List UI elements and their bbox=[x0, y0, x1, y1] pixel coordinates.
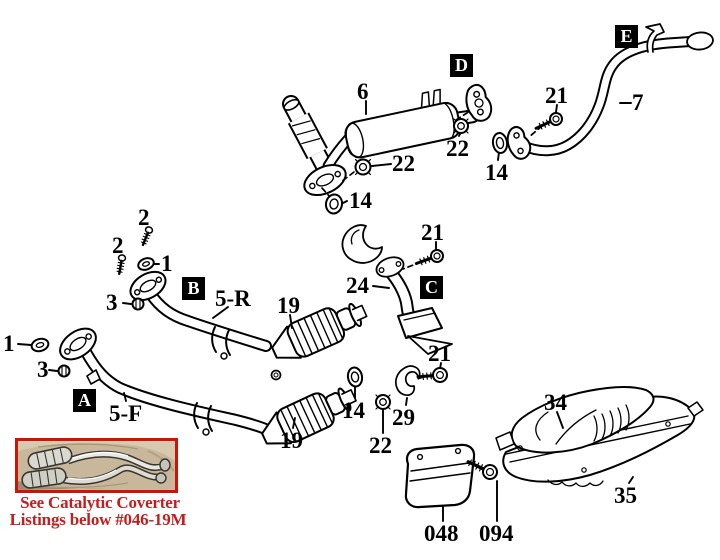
hook-bracket-icon bbox=[394, 365, 421, 397]
callout-5r[interactable]: 5-R bbox=[215, 286, 251, 311]
callout-21-connector[interactable]: 21 bbox=[421, 220, 444, 245]
gasket-ring-icon bbox=[346, 366, 364, 388]
bolt-icon bbox=[416, 367, 448, 383]
callout-5f[interactable]: 5-F bbox=[109, 401, 143, 426]
front-flange-5f bbox=[59, 327, 97, 361]
callout-21-bracket[interactable]: 21 bbox=[428, 341, 451, 366]
callout-2-lower[interactable]: 2 bbox=[112, 233, 124, 258]
bolt-icon bbox=[414, 249, 444, 266]
screw-icon bbox=[116, 254, 127, 275]
bolt-icon bbox=[534, 112, 563, 130]
front-pipe-5f-art bbox=[59, 327, 276, 437]
callout-24[interactable]: 24 bbox=[346, 273, 369, 298]
callout-2-upper[interactable]: 2 bbox=[138, 205, 150, 230]
heat-insulator-art bbox=[495, 386, 704, 488]
callout-1-right[interactable]: 1 bbox=[161, 251, 173, 276]
gasket-ring-icon bbox=[30, 337, 50, 353]
callout-22-inlet[interactable]: 22 bbox=[392, 151, 415, 176]
callout-3-front[interactable]: 3 bbox=[37, 357, 49, 382]
callout-29[interactable]: 29 bbox=[392, 405, 415, 430]
callout-14-converter[interactable]: 14 bbox=[342, 398, 365, 423]
flange-nut-icon bbox=[453, 118, 469, 134]
callout-14-tailpipe[interactable]: 14 bbox=[485, 160, 508, 185]
section-marker-a[interactable]: A bbox=[73, 389, 96, 412]
callout-3-right[interactable]: 3 bbox=[106, 290, 118, 315]
callout-048[interactable]: 048 bbox=[424, 521, 459, 546]
callout-22-converter[interactable]: 22 bbox=[369, 433, 392, 458]
callout-22-outlet[interactable]: 22 bbox=[446, 136, 469, 161]
section-marker-c[interactable]: C bbox=[420, 276, 443, 299]
heat-shield-plate-art bbox=[404, 443, 476, 509]
center-muffler-6-art bbox=[282, 83, 493, 197]
callout-7[interactable]: 7 bbox=[632, 90, 644, 115]
nut-icon bbox=[57, 364, 71, 378]
section-marker-d[interactable]: D bbox=[450, 54, 473, 77]
catalytic-converter-front-art bbox=[261, 387, 357, 445]
connector-pipe-24-art bbox=[341, 224, 453, 355]
callout-21-tailpipe[interactable]: 21 bbox=[545, 83, 568, 108]
leader-lines bbox=[17, 100, 634, 522]
section-marker-b[interactable]: B bbox=[182, 277, 205, 300]
callout-35[interactable]: 35 bbox=[614, 483, 637, 508]
muffler-inlet-flange bbox=[303, 163, 347, 197]
tailpipe-7-art bbox=[506, 23, 714, 160]
catalytic-note-line1: See Catalytic Coverter bbox=[20, 493, 180, 512]
gasket-ring-icon bbox=[137, 257, 155, 271]
gasket-ring-icon bbox=[324, 193, 344, 215]
screw-icon bbox=[140, 226, 154, 247]
flange-nut-icon bbox=[354, 158, 372, 176]
front-flange-5r bbox=[129, 270, 167, 302]
muffler-outlet-flange bbox=[465, 83, 493, 122]
callout-34[interactable]: 34 bbox=[544, 390, 567, 415]
flange-nut-icon bbox=[375, 394, 391, 410]
catalytic-note-line2: Listings below #046-19M bbox=[9, 510, 187, 529]
photo-art bbox=[18, 441, 175, 490]
callout-1-front[interactable]: 1 bbox=[3, 331, 15, 356]
tailpipe-hanger-art bbox=[645, 23, 665, 53]
gasket-ring-icon bbox=[491, 132, 509, 154]
hanger-hook-art bbox=[341, 224, 383, 264]
catalytic-converter-photo[interactable] bbox=[15, 438, 178, 493]
callout-6[interactable]: 6 bbox=[357, 79, 369, 104]
callout-19-front[interactable]: 19 bbox=[280, 428, 303, 453]
callout-094[interactable]: 094 bbox=[479, 521, 514, 546]
nut-icon bbox=[270, 369, 282, 381]
callout-14-inlet[interactable]: 14 bbox=[349, 188, 372, 213]
bolt-icon bbox=[466, 459, 498, 480]
callout-19-rear[interactable]: 19 bbox=[277, 293, 300, 318]
front-pipe-5r-art bbox=[129, 270, 272, 360]
section-marker-e[interactable]: E bbox=[615, 25, 638, 48]
nut-icon bbox=[131, 297, 145, 311]
catalytic-converter-rear-art bbox=[271, 302, 368, 359]
tailpipe-flange bbox=[506, 126, 532, 160]
